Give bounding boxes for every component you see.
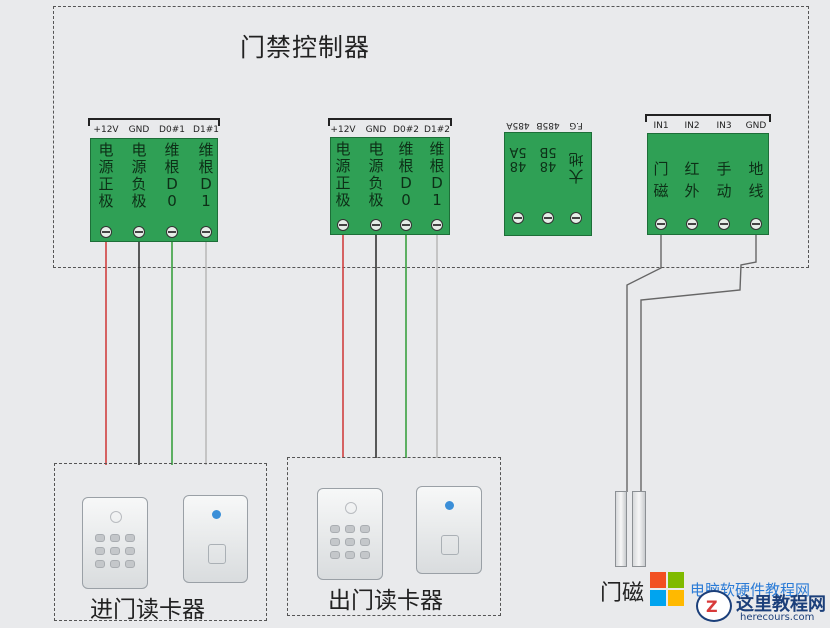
- door-sensor-label: 门磁: [600, 581, 645, 606]
- terminal-screw: [718, 218, 730, 230]
- terminal-function: 红外: [684, 160, 700, 200]
- wire-door-in1: [626, 232, 662, 492]
- terminal-function: 电源正极: [335, 140, 351, 209]
- bracket-group-2: [328, 118, 452, 126]
- terminal-label: D1#1: [193, 125, 219, 135]
- bracket-group-4: [645, 114, 771, 122]
- terminal-function: 大地: [568, 150, 584, 185]
- terminal-function: 维根D1: [198, 141, 214, 210]
- terminal-screw: [542, 212, 554, 224]
- terminal-function: 维根D0: [398, 140, 414, 209]
- terminal-function: 手动: [716, 160, 732, 200]
- watermark-site-name: 这里教程网: [736, 594, 826, 615]
- watermark-site-url: herecours.com: [740, 612, 815, 623]
- terminal-label: +12V: [330, 125, 356, 135]
- door-sensor-icon: [615, 491, 627, 567]
- terminal-function: 485B: [539, 144, 557, 173]
- terminal-screw: [133, 226, 145, 238]
- terminal-block-2: [330, 137, 450, 235]
- controller-title: 门禁控制器: [240, 33, 371, 62]
- terminal-function: 485A: [509, 144, 527, 173]
- terminal-label: F.G: [569, 120, 583, 130]
- terminal-function: 电源负极: [368, 140, 384, 209]
- terminal-label: GND: [128, 125, 150, 135]
- terminal-label: IN1: [653, 121, 669, 131]
- terminal-function: 电源负极: [131, 141, 147, 210]
- terminal-screw: [100, 226, 112, 238]
- terminal-block-4: [647, 133, 769, 235]
- entry-reader-label: 进门读卡器: [90, 597, 205, 623]
- card-reader-icon: [183, 495, 248, 583]
- terminal-function: 地线: [748, 160, 764, 200]
- keypad-reader-icon: [82, 497, 148, 589]
- terminal-function: 维根D0: [164, 141, 180, 210]
- exit-reader-label: 出门读卡器: [328, 588, 443, 614]
- terminal-label: D0#1: [159, 125, 185, 135]
- terminal-screw: [512, 212, 524, 224]
- card-reader-icon: [416, 486, 482, 574]
- terminal-screw: [400, 219, 412, 231]
- terminal-screw: [166, 226, 178, 238]
- terminal-label: 485B: [536, 120, 560, 130]
- terminal-function: 电源正极: [98, 141, 114, 210]
- terminal-label: GND: [745, 121, 767, 131]
- windows-logo-icon: [650, 572, 684, 606]
- terminal-screw: [750, 218, 762, 230]
- terminal-label: D0#2: [393, 125, 419, 135]
- terminal-screw: [686, 218, 698, 230]
- keypad-reader-icon: [317, 488, 383, 580]
- controller-boundary: [53, 6, 809, 268]
- terminal-label: +12V: [93, 125, 119, 135]
- terminal-screw: [431, 219, 443, 231]
- terminal-screw: [200, 226, 212, 238]
- terminal-screw: [655, 218, 667, 230]
- terminal-label: IN2: [684, 121, 700, 131]
- terminal-function: 维根D1: [429, 140, 445, 209]
- terminal-screw: [370, 219, 382, 231]
- terminal-label: IN3: [716, 121, 732, 131]
- terminal-function: 门磁: [653, 160, 669, 200]
- terminal-label: 485A: [506, 120, 530, 130]
- terminal-label: GND: [365, 125, 387, 135]
- wire-door-gnd: [640, 232, 757, 492]
- watermark-logo-icon: Z: [696, 590, 732, 622]
- door-sensor-magnet-icon: [632, 491, 646, 567]
- bracket-group-1: [88, 118, 220, 126]
- terminal-screw: [337, 219, 349, 231]
- terminal-label: D1#2: [424, 125, 450, 135]
- entry-reader-boundary: [54, 463, 267, 621]
- terminal-screw: [570, 212, 582, 224]
- exit-reader-boundary: [287, 457, 501, 616]
- terminal-block-1: [90, 138, 218, 242]
